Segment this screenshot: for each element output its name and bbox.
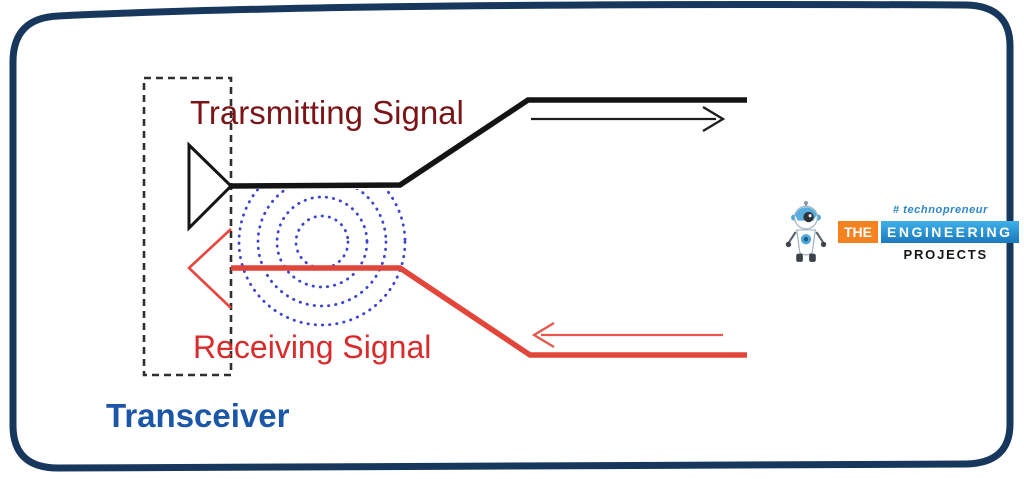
receive-direction-arrow-icon bbox=[531, 322, 723, 348]
receive-line bbox=[231, 265, 747, 358]
antenna-triangle-icon bbox=[187, 141, 234, 232]
logo-projects-text: PROJECTS bbox=[903, 247, 988, 262]
receive-arrowhead-icon bbox=[187, 228, 232, 309]
logo-brand-row: THE ENGINEERING bbox=[838, 221, 1019, 243]
frame-border bbox=[9, 0, 1014, 472]
transmitting-signal-label: Trarsmitting Signal bbox=[190, 94, 464, 131]
signal-waves-icon bbox=[237, 189, 407, 327]
transmit-line bbox=[230, 97, 747, 189]
transceiver-label: Transceiver bbox=[106, 397, 290, 434]
transmit-direction-arrow-icon bbox=[531, 106, 726, 132]
logo-tagline: # technopreneur bbox=[892, 204, 988, 216]
receiving-signal-label: Receiving Signal bbox=[193, 329, 432, 365]
engineering-projects-logo: # technopreneur THE ENGINEERING PROJECTS bbox=[782, 200, 1019, 268]
logo-engineering-block: ENGINEERING bbox=[881, 221, 1019, 243]
logo-the-block: THE bbox=[838, 221, 878, 243]
robot-mascot-icon bbox=[785, 201, 827, 262]
